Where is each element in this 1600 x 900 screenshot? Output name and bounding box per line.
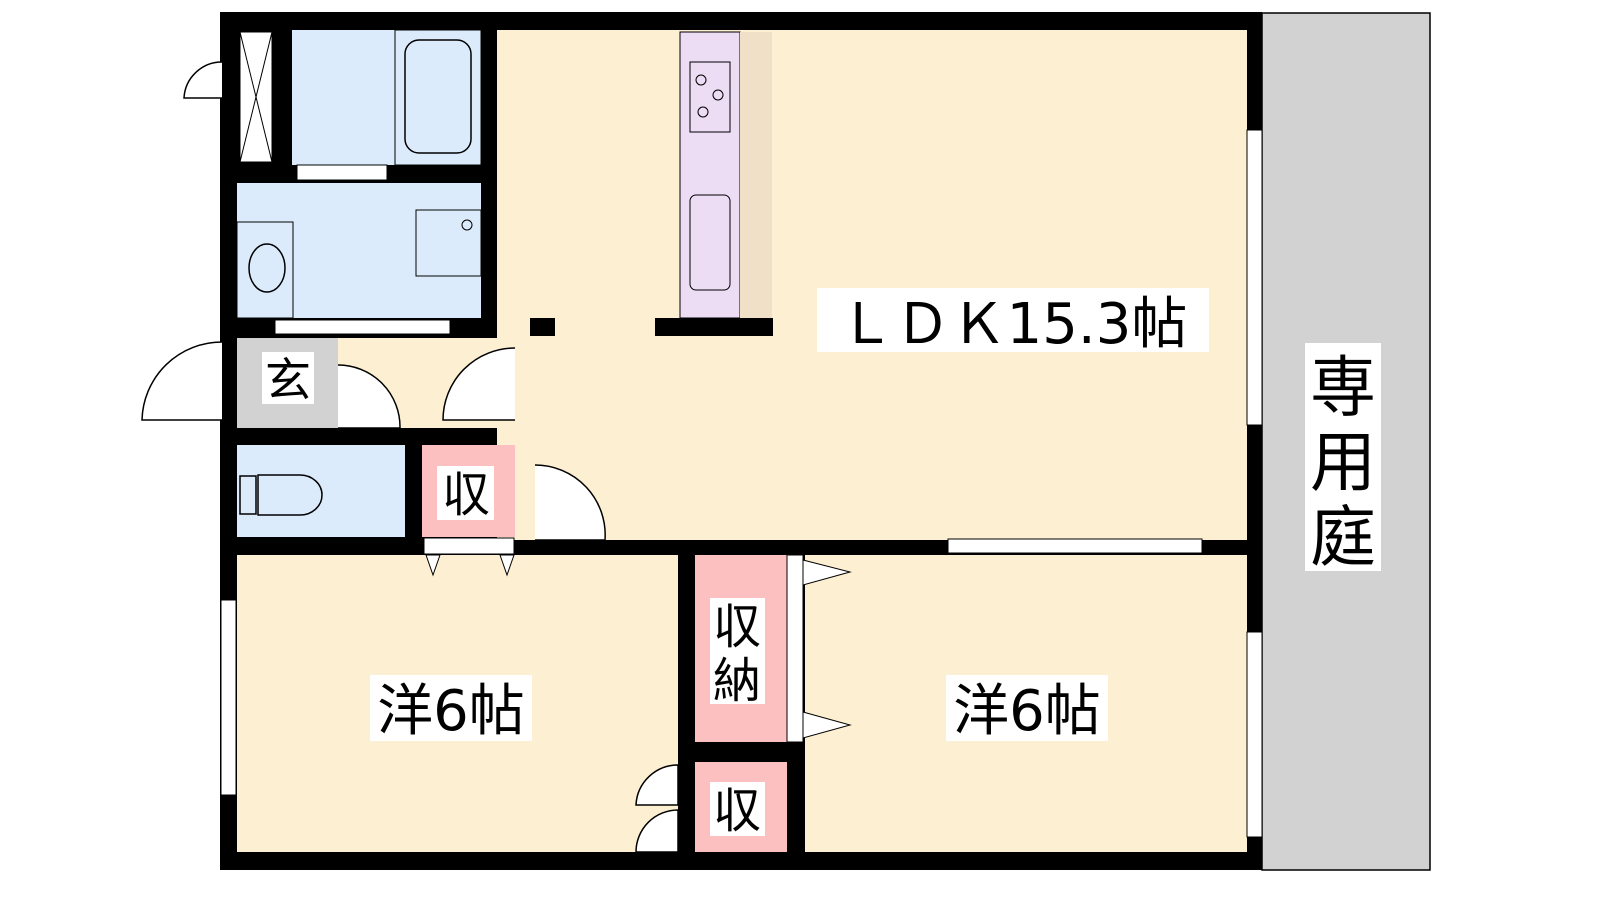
storage-top-label: 収 <box>442 467 490 523</box>
hall-door <box>337 364 401 429</box>
washer <box>415 209 482 277</box>
window-ldk-bedroom <box>947 538 1203 554</box>
toilet-door <box>534 464 606 541</box>
western-right-label: 洋6帖 <box>953 679 1101 744</box>
sink-icon <box>689 194 731 291</box>
laundry-room <box>237 183 481 318</box>
washbasin <box>236 221 294 319</box>
garden-label-1: 専 <box>1310 349 1376 426</box>
bath-door <box>296 164 388 181</box>
ldk-door <box>442 347 516 421</box>
stove-icon <box>689 61 731 133</box>
closet-label-1: 収 <box>713 599 761 655</box>
entrance-door <box>141 341 223 421</box>
storage-door <box>635 764 679 853</box>
kitchen-counter <box>679 31 741 319</box>
garden-label-2: 用 <box>1310 424 1376 501</box>
garden-label-3: 庭 <box>1310 499 1376 576</box>
bathtub <box>394 29 482 166</box>
ldk-floor <box>497 30 1247 540</box>
toilet-icon <box>257 474 323 516</box>
entrance-label: 玄 <box>265 353 311 407</box>
western-left-label: 洋6帖 <box>377 679 525 744</box>
closet-label-2: 納 <box>713 653 761 709</box>
storage-bottom-label: 収 <box>713 783 761 839</box>
door-swing-outer <box>183 61 223 99</box>
sliding-door <box>274 319 451 335</box>
window-left-room <box>220 599 237 796</box>
window-ldk <box>1246 129 1263 426</box>
ldk-label: ＬＤＫ15.3帖 <box>839 292 1188 357</box>
window-right-room <box>1246 631 1263 838</box>
bathtub-basin <box>404 39 472 154</box>
